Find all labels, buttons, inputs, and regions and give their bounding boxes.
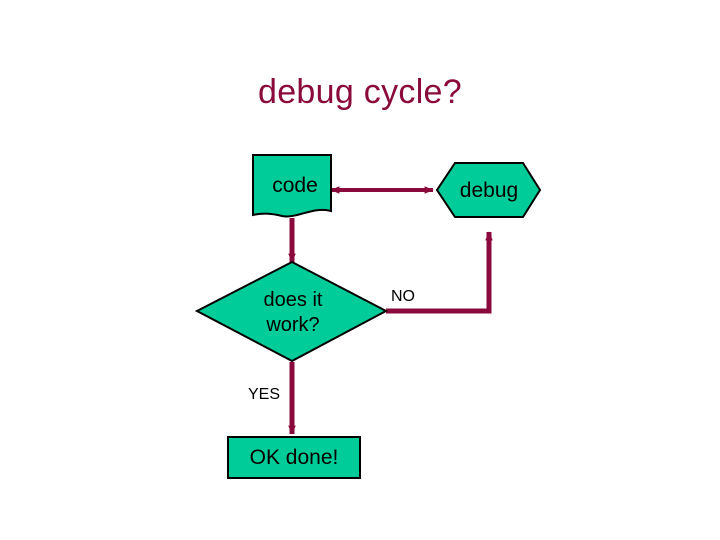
node-decision[interactable] xyxy=(194,260,389,363)
edge-label-yes: YES xyxy=(248,386,281,403)
node-debug[interactable] xyxy=(435,162,542,218)
node-done[interactable] xyxy=(227,436,361,479)
edge-label-no: NO xyxy=(391,288,415,305)
page-title: debug cycle? xyxy=(258,73,462,111)
node-code[interactable] xyxy=(252,154,332,218)
edge-decision-to-debug xyxy=(386,231,493,314)
